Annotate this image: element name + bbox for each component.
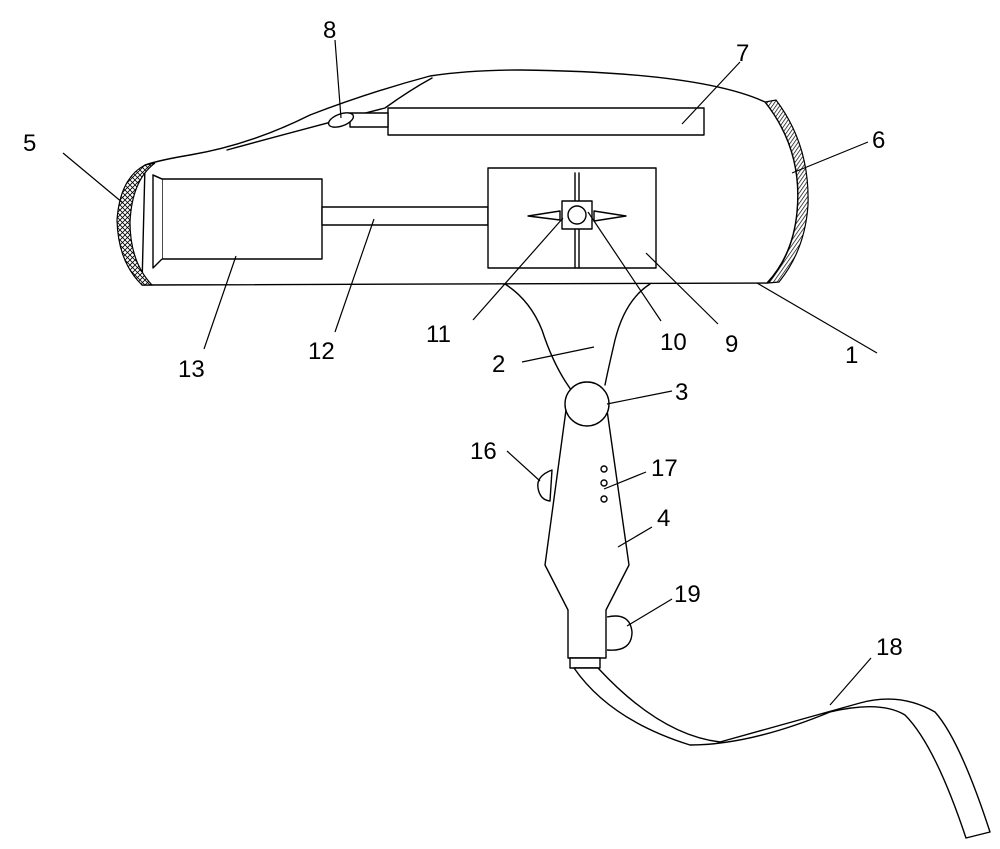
label-17: 17 (651, 455, 678, 482)
part-16-button (537, 469, 553, 502)
label-12: 12 (308, 338, 335, 365)
cable-plug (569, 657, 601, 669)
shaft (321, 206, 489, 226)
label-2: 2 (492, 351, 505, 378)
neck-right (604, 283, 651, 386)
part-8-nozzle (327, 112, 355, 128)
label-16: 16 (470, 438, 497, 465)
indicator-dot (600, 479, 608, 487)
leader-lines (62, 39, 878, 706)
handle (544, 409, 630, 659)
indicator-dot (600, 465, 608, 473)
label-10: 10 (660, 329, 687, 356)
label-7: 7 (736, 40, 749, 67)
neck-left (504, 283, 576, 396)
hanging-loop (606, 615, 633, 651)
motor-box (161, 178, 323, 260)
label-11: 11 (426, 321, 451, 348)
motor-bracket (152, 174, 163, 269)
pivot-joint (564, 381, 610, 427)
label-5: 5 (23, 130, 36, 157)
label-4: 4 (657, 505, 670, 532)
label-18: 18 (876, 634, 903, 661)
label-1: 1 (845, 342, 858, 369)
indicator-dot (600, 495, 608, 503)
labels: 1 2 3 4 5 6 7 8 9 10 11 12 13 16 17 18 1… (23, 17, 903, 661)
label-3: 3 (675, 379, 688, 406)
motor-bracket-edge (152, 174, 163, 180)
label-13: 13 (178, 356, 205, 383)
fan-blade-right (593, 210, 627, 222)
label-19: 19 (674, 581, 701, 608)
label-6: 6 (872, 127, 885, 154)
fan-blade-left (527, 210, 561, 221)
part-8-connector (349, 112, 389, 128)
label-8: 8 (323, 17, 336, 44)
label-9: 9 (725, 331, 738, 358)
part-7-bar (387, 107, 705, 136)
power-cable (573, 667, 991, 839)
fan-hub (567, 205, 587, 225)
